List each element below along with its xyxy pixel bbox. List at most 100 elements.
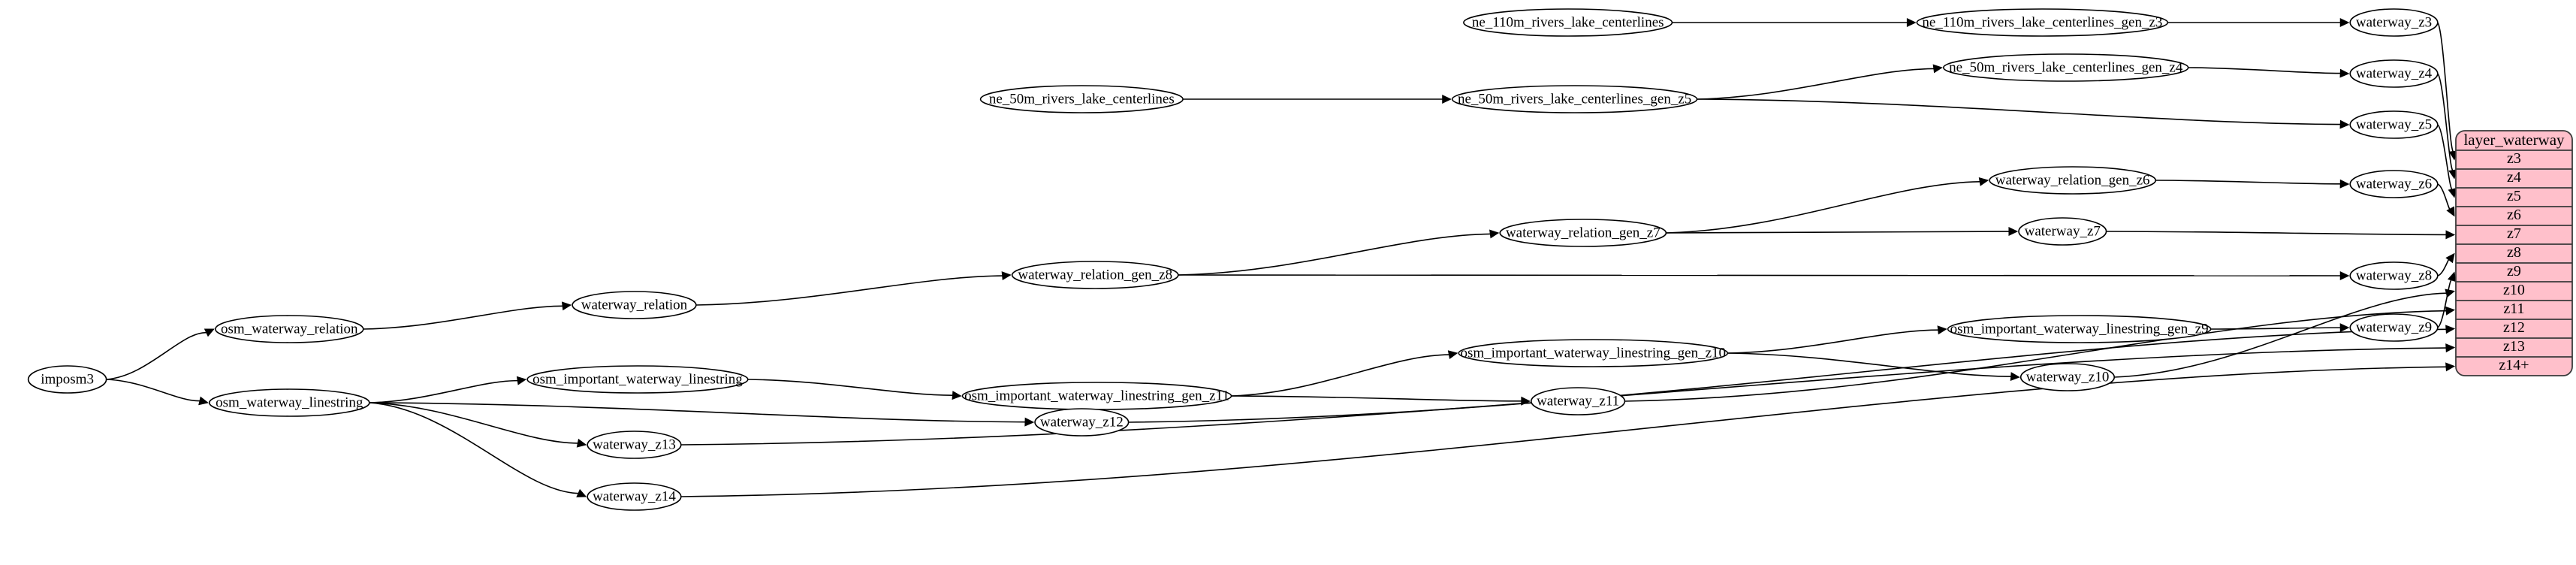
arrowhead bbox=[204, 328, 215, 337]
edge-waterway_relation_gen_z8-to-waterway_relation_gen_z7 bbox=[1178, 233, 1491, 276]
node-waterway_relation[interactable]: waterway_relation bbox=[572, 291, 697, 319]
node-waterway_z9[interactable]: waterway_z9 bbox=[2349, 313, 2439, 342]
layer-table-row-z11[interactable]: z11 bbox=[2503, 301, 2524, 317]
node-label: waterway_z4 bbox=[2356, 65, 2433, 81]
edge-ne_50m_rivers_lake_centerlines_gen_z5-to-waterway_z5 bbox=[1697, 98, 2341, 125]
arrowhead bbox=[2010, 372, 2020, 382]
node-osm_waterway_linestring[interactable]: osm_waterway_linestring bbox=[208, 388, 370, 417]
node-ne_110m_rivers_lake_centerlines[interactable]: ne_110m_rivers_lake_centerlines bbox=[1463, 8, 1673, 37]
node-ellipse bbox=[587, 482, 682, 511]
arrowhead bbox=[516, 376, 527, 385]
layer-table-body bbox=[2455, 130, 2573, 376]
node-ne_110m_rivers_lake_centerlines_gen_z3[interactable]: ne_110m_rivers_lake_centerlines_gen_z3 bbox=[1916, 8, 2169, 37]
arrowhead bbox=[2339, 68, 2350, 78]
layer-table-row-z7[interactable]: z7 bbox=[2507, 225, 2521, 242]
edge-waterway_z6-to-layer_waterway-z6 bbox=[2437, 183, 2451, 210]
edge-ne_50m_rivers_lake_centerlines_gen_z5-to-ne_50m_rivers_lake_centerlines_gen_z4 bbox=[1697, 68, 1934, 100]
node-waterway_z14[interactable]: waterway_z14 bbox=[587, 482, 682, 511]
node-label: waterway_z12 bbox=[1040, 414, 1124, 430]
node-waterway_z11[interactable]: waterway_z11 bbox=[1531, 387, 1626, 415]
layer-table-row-z9[interactable]: z9 bbox=[2507, 263, 2521, 279]
node-label: waterway_z8 bbox=[2356, 267, 2432, 283]
layer-table-row-z5[interactable]: z5 bbox=[2507, 188, 2521, 204]
node-ellipse bbox=[1499, 219, 1667, 247]
edge-osm_waterway_relation-to-waterway_relation bbox=[363, 305, 563, 330]
node-label: ne_50m_rivers_lake_centerlines bbox=[989, 91, 1175, 107]
node-osm_important_waterway_linestring_gen_z11[interactable]: osm_important_waterway_linestring_gen_z1… bbox=[961, 382, 1232, 410]
node-ellipse bbox=[2349, 8, 2439, 37]
node-ne_50m_rivers_lake_centerlines_gen_z5[interactable]: ne_50m_rivers_lake_centerlines_gen_z5 bbox=[1451, 85, 1698, 113]
node-imposm3[interactable]: imposm3 bbox=[27, 365, 107, 394]
node-osm_waterway_relation[interactable]: osm_waterway_relation bbox=[214, 315, 364, 343]
node-ellipse bbox=[1947, 315, 2212, 343]
node-osm_important_waterway_linestring_gen_z9[interactable]: osm_important_waterway_linestring_gen_z9 bbox=[1947, 315, 2212, 343]
edge-osm_important_waterway_linestring_gen_z11-to-waterway_z11 bbox=[1231, 395, 1522, 402]
layer-table-row-z4[interactable]: z4 bbox=[2507, 169, 2521, 186]
node-waterway_z5[interactable]: waterway_z5 bbox=[2349, 110, 2439, 139]
arrowhead bbox=[2445, 252, 2455, 264]
node-waterway_z13[interactable]: waterway_z13 bbox=[587, 431, 682, 459]
nodes-layer: imposm3 osm_waterway_relation osm_waterway… bbox=[27, 8, 2439, 511]
node-waterway_relation_gen_z8[interactable]: waterway_relation_gen_z8 bbox=[1011, 261, 1179, 289]
node-osm_important_waterway_linestring_gen_z10[interactable]: osm_important_waterway_linestring_gen_z1… bbox=[1458, 339, 1729, 367]
edge-osm_important_waterway_linestring_gen_z9-to-waterway_z9 bbox=[2210, 327, 2341, 330]
edge-waterway_relation_gen_z7-to-waterway_z7 bbox=[1666, 231, 2009, 234]
node-waterway_z7[interactable]: waterway_z7 bbox=[2018, 217, 2107, 246]
arrowhead bbox=[2339, 179, 2350, 189]
arrowhead bbox=[1489, 229, 1500, 239]
node-waterway_z10[interactable]: waterway_z10 bbox=[2019, 363, 2116, 391]
node-osm_important_waterway_linestring[interactable]: osm_important_waterway_linestring bbox=[526, 365, 749, 394]
layer-table-row-z14plus[interactable]: z14+ bbox=[2499, 357, 2529, 373]
node-ne_50m_rivers_lake_centerlines_gen_z4[interactable]: ne_50m_rivers_lake_centerlines_gen_z4 bbox=[1942, 53, 2189, 82]
arrowhead bbox=[1001, 271, 1012, 281]
node-label: waterway_z13 bbox=[593, 437, 676, 452]
layer-table-title: layer_waterway bbox=[2463, 131, 2565, 149]
node-waterway_z8[interactable]: waterway_z8 bbox=[2349, 261, 2439, 290]
edge-waterway_z9-to-layer_waterway-z9 bbox=[2437, 279, 2453, 328]
node-label: ne_50m_rivers_lake_centerlines_gen_z4 bbox=[1949, 59, 2183, 75]
layer-table-row-z10[interactable]: z10 bbox=[2503, 282, 2525, 298]
layer-table-row-z8[interactable]: z8 bbox=[2507, 244, 2521, 261]
edges-layer bbox=[106, 18, 2458, 497]
edge-osm_important_waterway_linestring_gen_z10-to-waterway_z10 bbox=[1727, 352, 2011, 377]
arrowhead bbox=[2445, 306, 2456, 316]
node-waterway_relation_gen_z7[interactable]: waterway_relation_gen_z7 bbox=[1499, 219, 1667, 247]
arrowhead bbox=[2445, 343, 2456, 353]
node-ellipse bbox=[2349, 261, 2439, 290]
edge-waterway_z8-to-layer_waterway-z8 bbox=[2437, 258, 2451, 276]
node-label: waterway_relation bbox=[581, 297, 688, 313]
node-ne_50m_rivers_lake_centerlines[interactable]: ne_50m_rivers_lake_centerlines bbox=[979, 85, 1184, 113]
node-waterway_z12[interactable]: waterway_z12 bbox=[1034, 408, 1130, 437]
node-ellipse bbox=[2349, 59, 2439, 88]
edge-osm_waterway_linestring-to-waterway_z14 bbox=[369, 402, 579, 494]
node-ellipse bbox=[1458, 339, 1729, 367]
node-ellipse bbox=[587, 431, 682, 459]
node-ellipse bbox=[1989, 166, 2157, 195]
node-label: imposm3 bbox=[41, 371, 94, 387]
edge-osm_important_waterway_linestring-to-osm_important_waterway_linestring_gen_z11 bbox=[747, 379, 953, 396]
arrowhead bbox=[1906, 18, 1917, 27]
arrowhead bbox=[2445, 230, 2456, 240]
node-label: waterway_z14 bbox=[593, 488, 676, 504]
layer-table-row-z6[interactable]: z6 bbox=[2507, 207, 2521, 223]
edge-ne_50m_rivers_lake_centerlines_gen_z4-to-waterway_z4 bbox=[2188, 67, 2341, 74]
edge-waterway_z14-to-layer_waterway-z14+ bbox=[680, 366, 2447, 497]
node-ellipse bbox=[2349, 170, 2439, 198]
node-waterway_relation_gen_z6[interactable]: waterway_relation_gen_z6 bbox=[1989, 166, 2157, 195]
layer-table-row-z13[interactable]: z13 bbox=[2503, 338, 2525, 355]
node-ellipse bbox=[2018, 217, 2107, 246]
layer-table-row-z3[interactable]: z3 bbox=[2507, 150, 2521, 167]
layer-table-row-z12[interactable]: z12 bbox=[2503, 319, 2525, 336]
node-waterway_z3[interactable]: waterway_z3 bbox=[2349, 8, 2439, 37]
node-ellipse bbox=[2349, 313, 2439, 342]
node-label: waterway_z11 bbox=[1537, 393, 1619, 409]
arrowhead bbox=[2445, 325, 2456, 334]
node-ellipse bbox=[1451, 85, 1698, 113]
node-waterway_z6[interactable]: waterway_z6 bbox=[2349, 170, 2439, 198]
arrowhead bbox=[561, 301, 572, 311]
arrowhead bbox=[198, 396, 209, 406]
node-waterway_z4[interactable]: waterway_z4 bbox=[2349, 59, 2439, 88]
edge-waterway_relation_gen_z8-to-waterway_z8 bbox=[1178, 274, 2341, 276]
